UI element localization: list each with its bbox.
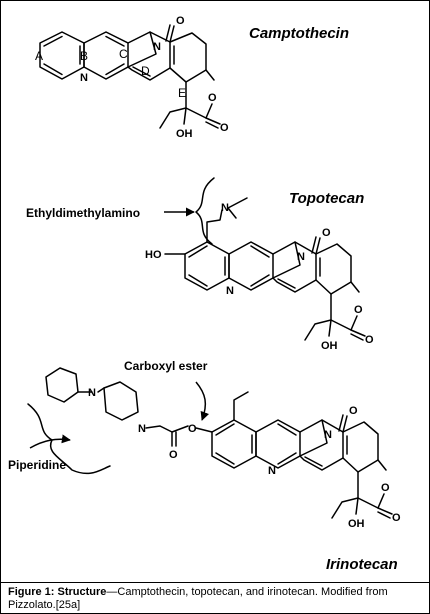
carboxyl-ester-label: Carboxyl ester [124, 359, 208, 373]
topotecan-atom-oh: OH [321, 340, 338, 352]
piperidine-label: Piperidine [8, 458, 66, 472]
topotecan-labels: N HO N N O O O OH Topotecan Ethyldimethy… [26, 190, 374, 352]
camptothecin-labels: A B C D E N N O O O OH Camptothecin [35, 15, 349, 140]
ring-label-e: E [178, 86, 186, 100]
figure-caption: Figure 1: Structure—Camptothecin, topote… [8, 586, 423, 612]
irinotecan-atom-n1: N [268, 465, 276, 477]
topotecan-atom-o-lactone: O [365, 334, 374, 346]
camptothecin-atom-oh: OH [176, 128, 193, 140]
irinotecan-atom-o-keto: O [349, 405, 358, 417]
irinotecan-atom-n-pip2: N [138, 423, 146, 435]
topotecan-atom-n2: N [297, 251, 305, 263]
piperidine-arrow [29, 434, 71, 449]
topotecan-name: Topotecan [289, 190, 364, 207]
irinotecan-structure [27, 367, 393, 519]
camptothecin-atom-n1: N [80, 72, 88, 84]
topotecan-atom-n1: N [226, 285, 234, 297]
camptothecin-structure [39, 24, 221, 129]
irinotecan-atom-o-carbonyl: O [169, 449, 178, 461]
topotecan-atom-o-ring: O [354, 304, 363, 316]
camptothecin-atom-o-keto: O [176, 15, 185, 27]
irinotecan-atom-oh: OH [348, 518, 365, 530]
ring-label-c: C [119, 47, 128, 61]
ring-label-b: B [80, 49, 88, 63]
topotecan-structure [164, 177, 366, 341]
irinotecan-atom-n-pip1: N [88, 387, 96, 399]
topotecan-atom-n-amine: N [221, 202, 229, 214]
ring-label-d: D [141, 64, 150, 78]
irinotecan-atom-n2: N [324, 429, 332, 441]
irinotecan-atom-o-lactone: O [392, 512, 401, 524]
topotecan-atom-o-keto: O [322, 227, 331, 239]
ring-label-a: A [35, 49, 43, 63]
caption-label: Figure 1: Structure [8, 586, 107, 598]
irinotecan-name: Irinotecan [326, 556, 398, 573]
irinotecan-labels: N N O O N N O O O OH Irinotecan Carboxyl… [8, 359, 401, 573]
carboxyl-ester-arrow [195, 381, 210, 421]
ethyldimethylamino-label: Ethyldimethylamino [26, 206, 140, 220]
caption-text: —Camptothecin, topotecan, and irinotecan… [8, 586, 388, 611]
camptothecin-name: Camptothecin [249, 25, 349, 42]
topotecan-atom-ho: HO [145, 249, 162, 261]
camptothecin-atom-o-lactone: O [220, 122, 229, 134]
camptothecin-atom-o-ring: O [208, 92, 217, 104]
caption-divider [0, 582, 430, 583]
camptothecin-atom-n2: N [153, 41, 161, 53]
irinotecan-atom-o-ring: O [381, 482, 390, 494]
irinotecan-atom-o-ester: O [188, 423, 197, 435]
